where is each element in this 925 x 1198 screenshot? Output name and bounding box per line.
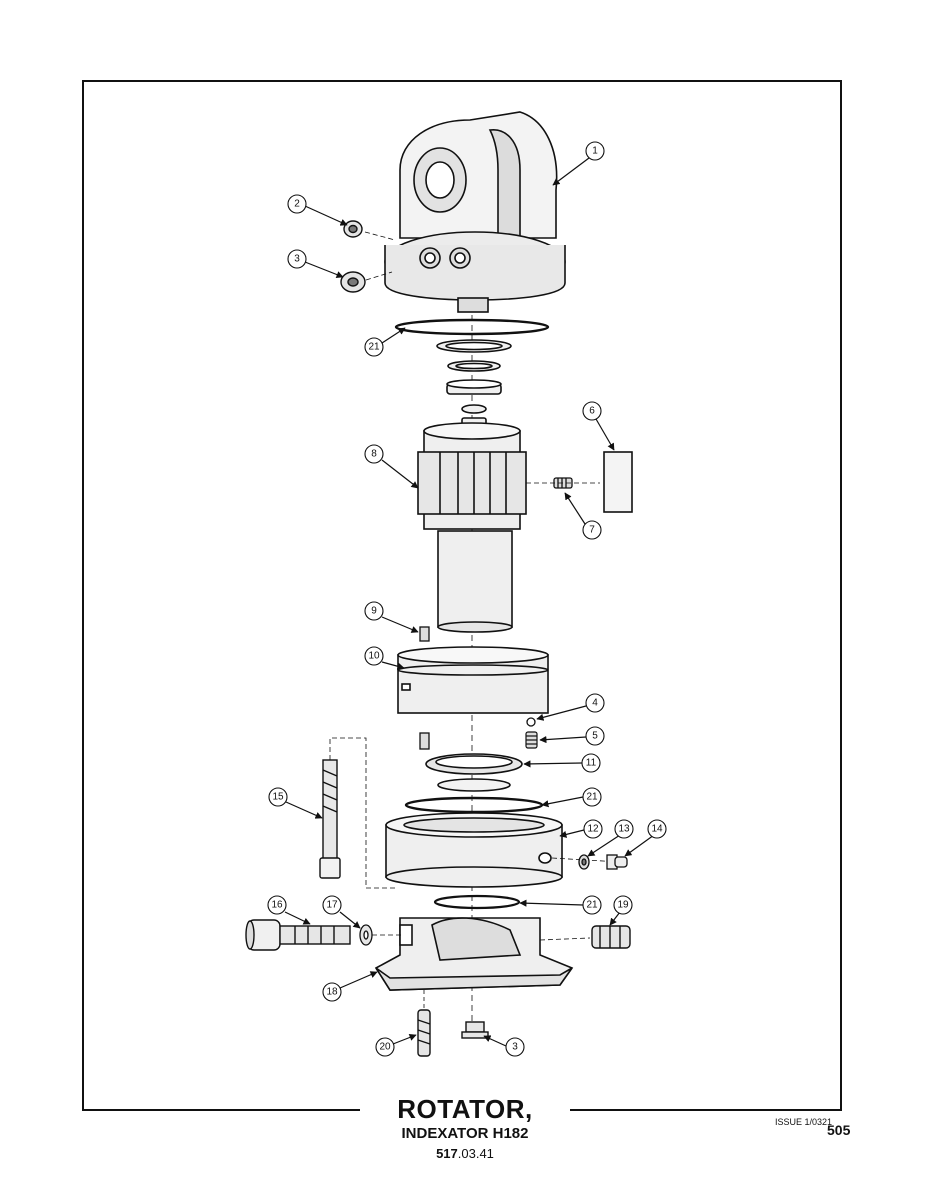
part-nipple-20 (417, 1009, 431, 1057)
callout-19: 19 (617, 900, 629, 911)
callout-21a-circle (364, 337, 384, 357)
callout-8-circle (364, 444, 384, 464)
callout-6: 6 (589, 406, 595, 417)
title-subtitle: INDEXATOR H182 (401, 1125, 529, 1142)
part-code: 517.03.41 (360, 1144, 570, 1164)
callout-21c-circle (582, 895, 602, 915)
callout-3: 3 (294, 254, 300, 265)
part-bolt-16 (245, 919, 351, 951)
title-main: ROTATOR, (397, 1094, 533, 1124)
part-pin-9 (419, 626, 430, 642)
part-pin-lower (419, 732, 430, 750)
part-plug-14 (606, 854, 628, 870)
page-number: 505 (827, 1122, 851, 1138)
callout-11: 11 (586, 758, 597, 769)
callout-17-circle (322, 895, 342, 915)
title-block: ROTATOR, INDEXATOR H182 517.03.41 (360, 1094, 570, 1164)
part-seal-mid (437, 778, 511, 792)
part-washer-17 (359, 924, 373, 946)
callout-15: 15 (272, 792, 284, 803)
callout-1-circle (585, 141, 605, 161)
callout-13-circle (614, 819, 634, 839)
callout-20: 20 (379, 1042, 391, 1053)
callout-8: 8 (371, 449, 377, 460)
callout-20-circle (375, 1037, 395, 1057)
part-fitting-19 (591, 925, 631, 949)
part-key-6 (603, 451, 633, 513)
callout-3-circle (287, 249, 307, 269)
issue-label: ISSUE 1/0321 (775, 1117, 833, 1127)
callout-12: 12 (587, 824, 599, 835)
part-bolt-15 (319, 759, 341, 879)
part-washer-13 (578, 854, 590, 870)
callout-16-circle (267, 895, 287, 915)
callout-18-circle (322, 982, 342, 1002)
part-spring-5 (525, 731, 538, 749)
callout-18: 18 (326, 987, 338, 998)
callout-13: 13 (618, 824, 630, 835)
part-oring-top (394, 318, 550, 336)
callout-3b-circle (505, 1037, 525, 1057)
callout-1: 1 (592, 146, 598, 157)
callout-4: 4 (592, 698, 598, 709)
callout-2: 2 (294, 199, 300, 210)
part-rotor-shaft (417, 422, 527, 633)
part-bearing-11 (425, 753, 523, 775)
part-housing (384, 111, 566, 313)
callout-16: 16 (271, 900, 283, 911)
callout-21c: 21 (586, 900, 598, 911)
callout-7: 7 (589, 525, 595, 536)
callout-9-circle (364, 601, 384, 621)
callout-10-circle (364, 646, 384, 666)
callout-9: 9 (371, 606, 377, 617)
callout-15-circle (268, 787, 288, 807)
part-base-18 (374, 917, 574, 991)
part-code-bold: 517 (436, 1146, 458, 1161)
callout-21b-circle (582, 787, 602, 807)
callout-4-circle (585, 693, 605, 713)
callout-3b: 3 (512, 1042, 518, 1053)
callout-12-circle (583, 819, 603, 839)
callout-11-circle (581, 753, 601, 773)
callout-6-circle (582, 401, 602, 421)
callout-2-circle (287, 194, 307, 214)
callout-circles (267, 141, 667, 1057)
part-plug-2 (343, 220, 363, 238)
callout-leaders (284, 157, 655, 1047)
part-plug-3-top (340, 271, 366, 293)
callout-14-circle (647, 819, 667, 839)
callout-14: 14 (651, 824, 663, 835)
callout-21b: 21 (586, 792, 598, 803)
part-plug-3-bottom (461, 1021, 489, 1039)
part-housing-12 (385, 812, 563, 888)
callout-17: 17 (326, 900, 338, 911)
callout-5-circle (585, 726, 605, 746)
seal-ring-stack (436, 339, 512, 427)
part-oring-mid (404, 796, 544, 814)
part-oring-lower (433, 894, 521, 910)
callout-19-circle (613, 895, 633, 915)
part-stator-10 (397, 646, 549, 714)
callout-7-circle (582, 520, 602, 540)
part-code-rest: .03.41 (457, 1146, 494, 1161)
callout-21a: 21 (368, 342, 380, 353)
callout-10: 10 (368, 651, 380, 662)
part-ball-4 (526, 717, 536, 727)
callout-5: 5 (592, 731, 598, 742)
